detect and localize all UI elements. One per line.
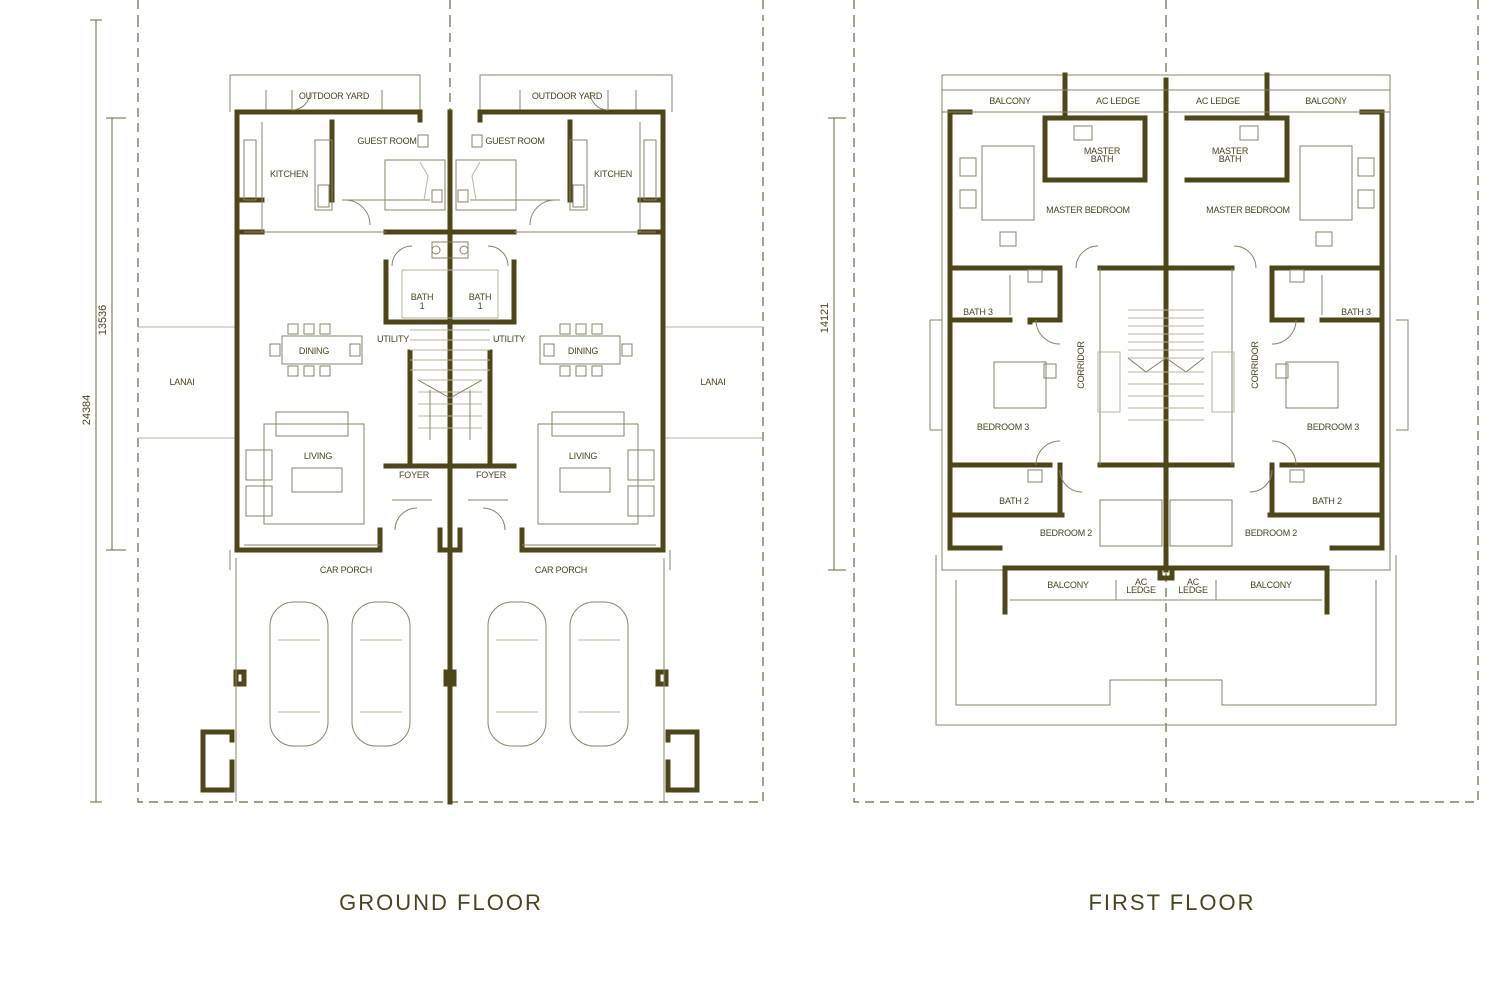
room-label: GUEST ROOM [357, 136, 416, 146]
room-label: DINING [299, 346, 329, 356]
room-label: OUTDOOR YARD [299, 91, 370, 101]
room-label: MASTER [1212, 146, 1249, 156]
room-label: LIVING [304, 451, 333, 461]
car-2 [351, 601, 411, 747]
room-label: MASTER BEDROOM [1206, 205, 1290, 215]
room-label: FOYER [399, 470, 430, 480]
ground-stairs [410, 329, 490, 440]
room-label: BALCONY [1305, 96, 1347, 106]
room-label: BEDROOM 3 [977, 422, 1029, 432]
first-floor-plan: 14121 [819, 0, 1479, 915]
room-label: 1 [420, 301, 425, 311]
room-label: BATH [1091, 154, 1114, 164]
room-label: BALCONY [1047, 580, 1089, 590]
room-label: UTILITY [377, 334, 409, 344]
room-label: BATH 3 [1341, 307, 1371, 317]
dining-table-left [269, 323, 363, 377]
room-label: UTILITY [493, 334, 525, 344]
car-1 [269, 601, 329, 747]
room-label: LEDGE [1126, 585, 1156, 595]
room-label: OUTDOOR YARD [532, 91, 603, 101]
room-label: KITCHEN [594, 169, 632, 179]
room-label: BATH [1219, 154, 1242, 164]
room-label: BATH 3 [963, 307, 993, 317]
room-label: LIVING [569, 451, 598, 461]
room-label: GUEST ROOM [485, 136, 544, 146]
room-label: BEDROOM 3 [1307, 422, 1359, 432]
room-label: BALCONY [989, 96, 1031, 106]
room-label: AC [1187, 577, 1200, 587]
room-label: LANAI [700, 377, 725, 387]
room-label: BATH 2 [999, 496, 1029, 506]
inner-depth-dimension-ground: 13536 [97, 305, 109, 336]
first-floor-stairs [1097, 309, 1235, 421]
dining-table-right [539, 323, 633, 377]
room-label: BEDROOM 2 [1040, 528, 1092, 538]
room-label: BATH [469, 292, 492, 302]
room-label: FOYER [476, 470, 507, 480]
room-label: CAR PORCH [320, 565, 372, 575]
room-label: CAR PORCH [535, 565, 587, 575]
room-label: LANAI [169, 377, 194, 387]
ground-floor-title: GROUND FLOOR [339, 890, 543, 915]
room-label: AC LEDGE [1196, 96, 1240, 106]
room-label: CORRIDOR [1250, 341, 1260, 389]
room-label: DINING [568, 346, 598, 356]
room-label: MASTER [1084, 146, 1121, 156]
overall-depth-dimension: 24384 [81, 395, 93, 426]
room-label: LEDGE [1178, 585, 1208, 595]
room-label: CORRIDOR [1076, 341, 1086, 389]
car-4 [569, 601, 629, 747]
ground-floor-plan: 24384 13536 [81, 0, 764, 915]
room-label: BEDROOM 2 [1245, 528, 1297, 538]
room-label: BALCONY [1250, 580, 1292, 590]
room-label: AC LEDGE [1096, 96, 1140, 106]
car-3 [487, 601, 547, 747]
room-label: BATH 2 [1312, 496, 1342, 506]
room-label: 1 [478, 301, 483, 311]
inner-depth-dimension-first: 14121 [819, 303, 831, 334]
room-label: MASTER BEDROOM [1046, 205, 1130, 215]
room-label: BATH [411, 292, 434, 302]
room-label: KITCHEN [270, 169, 308, 179]
room-label: AC [1135, 577, 1148, 587]
first-floor-title: FIRST FLOOR [1088, 890, 1255, 915]
